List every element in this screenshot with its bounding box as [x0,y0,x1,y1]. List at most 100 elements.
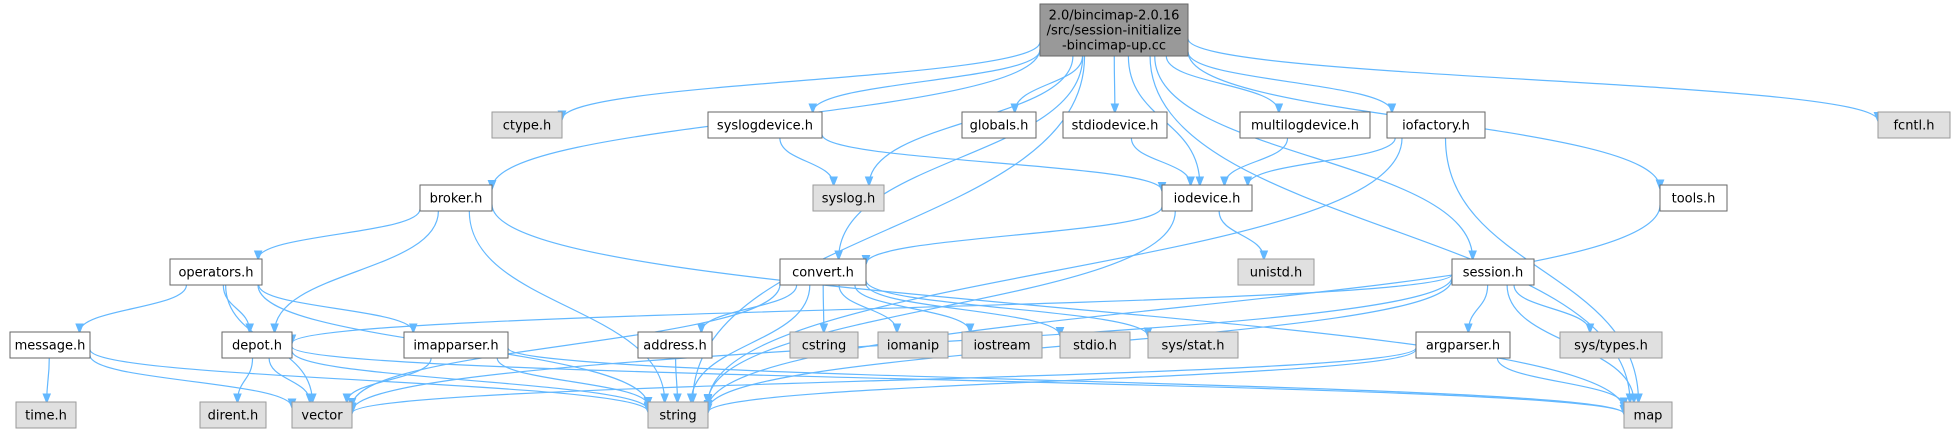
node-label-root-line-2: -bincimap-up.cc [1062,39,1166,54]
node-ctype[interactable]: ctype.h [491,111,563,139]
edge-convert-to-stdio [865,283,1060,336]
node-convert[interactable]: convert.h [779,258,867,286]
node-depot[interactable]: depot.h [221,331,293,359]
node-label-iodevice: iodevice.h [1174,192,1241,207]
node-broker[interactable]: broker.h [419,184,493,212]
edge-message-to-string [89,349,648,411]
edge-broker-to-depot [275,210,440,332]
node-argparser[interactable]: argparser.h [1415,331,1511,359]
edges-layer [47,38,1878,414]
node-box-stdio [1059,331,1131,359]
node-box-map [1623,401,1673,429]
edge-argparser-to-string [708,348,1417,412]
node-stdio[interactable]: stdio.h [1059,331,1131,359]
node-iostream[interactable]: iostream [961,331,1043,359]
node-unistd[interactable]: unistd.h [1237,258,1315,286]
edge-iofactory-to-iodevice [1248,137,1396,185]
node-label-root-line-0: 2.0/bincimap-2.0.16 [1049,9,1180,24]
node-imapparser[interactable]: imapparser.h [403,331,509,359]
node-root[interactable]: 2.0/bincimap-2.0.16/src/session-initiali… [1039,3,1189,57]
node-box-convert [779,258,867,286]
node-label-argparser: argparser.h [1426,339,1500,354]
node-label-sysstat: sys/stat.h [1162,339,1225,354]
node-box-broker [419,184,493,212]
node-iodevice[interactable]: iodevice.h [1161,184,1253,212]
node-map[interactable]: map [1623,401,1673,429]
edge-root-to-convert [839,55,1084,259]
node-string[interactable]: string [647,401,709,429]
node-label-cstring: cstring [802,339,846,354]
node-label-systypes: sys/types.h [1574,339,1648,354]
node-label-session: session.h [1463,266,1524,281]
edge-argparser-to-map [1496,357,1624,406]
node-label-imapparser: imapparser.h [413,339,498,354]
node-time[interactable]: time.h [15,401,77,429]
node-stdiodevice[interactable]: stdiodevice.h [1062,111,1168,139]
edge-convert-to-cstring [823,284,824,332]
node-box-argparser [1415,331,1511,359]
node-box-message [9,331,91,359]
edge-convert-to-address [701,284,798,332]
node-label-iofactory: iofactory.h [1402,119,1470,134]
edge-imapparser-to-vector [347,357,432,402]
node-vector[interactable]: vector [291,401,353,429]
node-box-stdiodevice [1062,111,1168,139]
node-box-globals [961,111,1037,139]
node-box-vector [291,401,353,429]
node-iofactory[interactable]: iofactory.h [1386,111,1486,139]
node-label-multilogdevice: multilogdevice.h [1251,119,1359,134]
nodes-layer: 2.0/bincimap-2.0.16/src/session-initiali… [9,3,1951,429]
node-fcntl[interactable]: fcntl.h [1877,111,1951,139]
node-systypes[interactable]: sys/types.h [1559,331,1663,359]
node-tools[interactable]: tools.h [1659,184,1728,212]
edge-convert-to-iostream [854,284,970,332]
edge-root-to-stdiodevice [1114,55,1115,112]
edge-convert-to-sysstat [865,280,1148,336]
node-sysstat[interactable]: sys/stat.h [1147,331,1239,359]
edge-address-to-string [676,357,678,402]
node-address[interactable]: address.h [637,331,713,359]
edge-iodevice-to-convert [866,206,1163,264]
edge-broker-to-map [491,204,1624,411]
node-box-multilogdevice [1239,111,1371,139]
edge-syslogdevice-to-syslog [779,137,834,185]
edge-root-to-globals [1015,55,1084,112]
edge-multilogdevice-to-iodevice [1224,137,1289,185]
edge-root-to-syslogdevice [813,50,1041,112]
node-box-syslogdevice [707,111,823,139]
node-label-message: message.h [15,339,86,354]
node-label-iostream: iostream [973,339,1030,354]
node-box-iomanip [877,331,949,359]
node-box-address [637,331,713,359]
node-box-iostream [961,331,1043,359]
edge-broker-to-operators [258,208,421,259]
node-box-iodevice [1161,184,1253,212]
node-cstring[interactable]: cstring [789,331,859,359]
edge-root-to-iofactory [1187,51,1392,112]
node-box-session [1451,258,1535,286]
node-dirent[interactable]: dirent.h [199,401,267,429]
edge-broker-to-string [468,210,664,402]
node-multilogdevice[interactable]: multilogdevice.h [1239,111,1371,139]
node-box-sysstat [1147,331,1239,359]
node-box-systypes [1559,331,1663,359]
node-globals[interactable]: globals.h [961,111,1037,139]
node-message[interactable]: message.h [9,331,91,359]
edge-depot-to-string [291,350,648,410]
node-box-time [15,401,77,429]
node-box-fcntl [1877,111,1951,139]
node-syslogdevice[interactable]: syslogdevice.h [707,111,823,139]
node-label-convert: convert.h [792,266,854,281]
edge-session-to-argparser [1468,284,1489,332]
edge-root-to-multilogdevice [1165,55,1279,112]
node-label-fcntl: fcntl.h [1893,119,1934,134]
node-syslog[interactable]: syslog.h [812,184,885,212]
node-operators[interactable]: operators.h [169,258,263,286]
edge-root-to-fcntl [1187,38,1878,121]
edge-session-to-systypes [1513,284,1590,332]
edge-session-to-depot [292,273,1453,343]
edge-root-to-session [1154,55,1473,259]
node-label-string: string [659,409,696,424]
node-iomanip[interactable]: iomanip [877,331,949,359]
node-session[interactable]: session.h [1451,258,1535,286]
